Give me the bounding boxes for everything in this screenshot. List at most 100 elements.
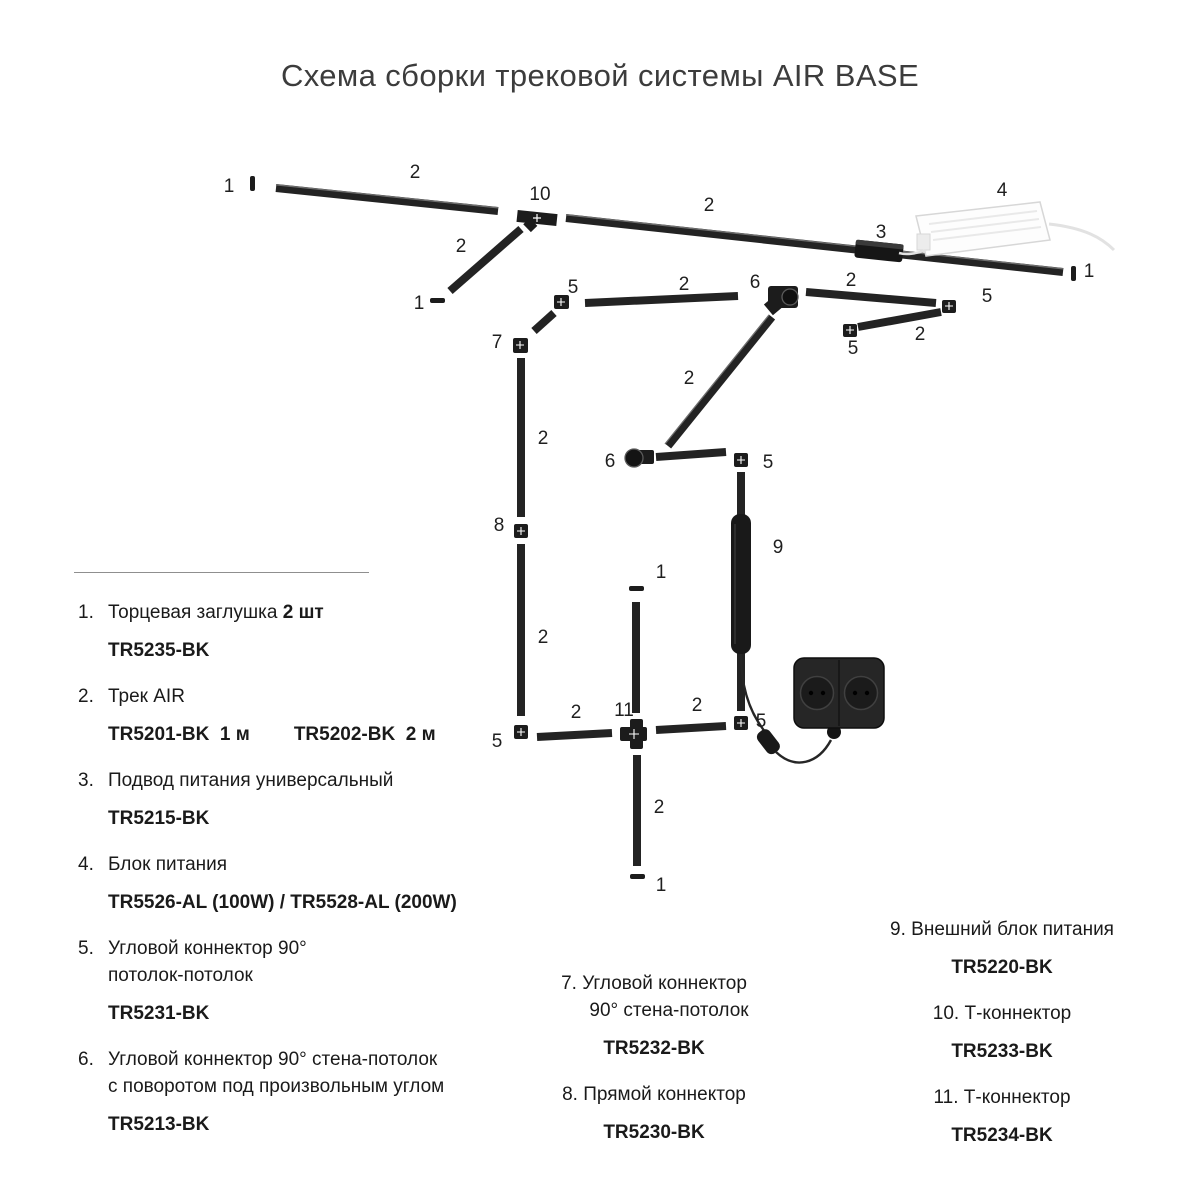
psu-cord — [898, 248, 927, 256]
legend-item-code: TR5526-AL (100W) / TR5528-AL (200W) — [108, 892, 457, 913]
callout-label: 5 — [763, 452, 774, 473]
callout-label: 2 — [692, 695, 703, 716]
legend-item-number: 3. — [78, 770, 94, 791]
callout-label: 5 — [982, 286, 993, 307]
callout-label: 1 — [656, 562, 667, 583]
callout-label: 2 — [538, 428, 549, 449]
legend-item-desc: Угловой коннектор — [582, 973, 747, 994]
track-segment — [655, 722, 727, 734]
legend-item-10: 10. Т-коннектор TR5233-BK — [852, 1000, 1152, 1065]
legend-middle-column: 7. Угловой коннектор 90° стена-потолок T… — [516, 970, 792, 1165]
legend-item-desc: Прямой коннектор — [583, 1084, 746, 1105]
callout-label: 5 — [492, 731, 503, 752]
legend-item-desc: Трек AIR — [108, 686, 185, 707]
legend-item-desc-line2: 90° стена-потолок — [589, 1000, 749, 1021]
legend-item-number: 8. — [562, 1084, 578, 1105]
legend-item-code: TR5215-BK — [108, 808, 210, 829]
callout-label: 11 — [614, 700, 634, 721]
page-title: Схема сборки трековой системы AIR BASE — [280, 58, 920, 93]
callout-label: 2 — [410, 162, 421, 183]
legend-item-2: 2. Трек AIR TR5201-BK 1 м TR5202-BK 2 м — [78, 683, 538, 748]
legend-item-5: 5.Угловой коннектор 90° потолок-потолок … — [78, 935, 538, 1027]
legend-divider — [74, 572, 369, 573]
legend-item-desc: Внешний блок питания — [911, 919, 1114, 940]
legend-left-column: 1. Торцевая заглушка 2 шт TR5235-BK 2. Тре… — [74, 572, 538, 1157]
callout-label: 5 — [756, 711, 767, 732]
legend-item-code: TR5202-BK 2 м — [293, 724, 436, 745]
legend-item-number: 11. — [933, 1087, 959, 1108]
power-supply-unit — [898, 201, 1116, 257]
callout-label: 1 — [656, 875, 667, 896]
power-feed-connector-icon — [854, 239, 904, 263]
track-segment — [857, 308, 942, 331]
callout-label: 2 — [846, 270, 857, 291]
track-segment — [275, 184, 499, 215]
legend-item-number: 1. — [78, 602, 94, 623]
legend-item-code: TR5201-BK 1 м — [108, 724, 250, 745]
wall-socket — [793, 657, 885, 729]
callout-label: 2 — [456, 236, 467, 257]
legend-item-code: TR5234-BK — [951, 1125, 1053, 1146]
callout-label: 10 — [529, 184, 550, 205]
callout-label: 2 — [704, 195, 715, 216]
track-segment — [664, 314, 776, 449]
psu-cord — [1048, 222, 1116, 252]
track-segment — [531, 310, 557, 334]
legend-item-code: TR5230-BK — [603, 1122, 705, 1143]
legend-item-qty: 2 шт — [282, 602, 324, 623]
legend-item-desc: Подвод питания универсальный — [108, 770, 394, 791]
legend-item-desc: Торцевая заглушка — [108, 602, 278, 623]
callout-label: 1 — [224, 176, 235, 197]
end-cap — [1071, 266, 1076, 281]
end-cap — [430, 298, 445, 303]
callout-label: 6 — [750, 272, 761, 293]
track-segment — [536, 729, 613, 741]
legend-item-number: 6. — [78, 1049, 94, 1070]
callout-label: 3 — [876, 222, 887, 243]
power-cord-group — [739, 653, 841, 764]
callout-label: 2 — [679, 274, 690, 295]
legend-item-code: TR5235-BK — [108, 640, 210, 661]
legend-item-desc: Т-коннектор — [964, 1003, 1072, 1024]
end-cap — [250, 176, 255, 191]
track-segment — [584, 292, 739, 307]
legend-item-desc: Т-коннектор — [963, 1087, 1071, 1108]
legend-item-number: 2. — [78, 686, 94, 707]
legend-item-11: 11. Т-коннектор TR5234-BK — [852, 1084, 1152, 1149]
legend-item-1: 1. Торцевая заглушка 2 шт TR5235-BK — [78, 599, 538, 664]
legend-item-code: TR5231-BK — [108, 1003, 210, 1024]
legend-item-number: 7. — [561, 973, 577, 994]
end-cap — [629, 586, 644, 591]
legend-item-4: 4.Блок питания TR5526-AL (100W) / TR5528… — [78, 851, 538, 916]
callout-label: 1 — [414, 293, 425, 314]
legend-item-7: 7. Угловой коннектор 90° стена-потолок T… — [516, 970, 792, 1062]
callout-labels: 1 2 10 2 1 2 3 1 4 5 2 6 2 5 2 5 7 2 8 2… — [224, 162, 1095, 896]
callout-label: 5 — [848, 338, 859, 359]
legend-item-desc-line2: с поворотом под произвольным углом — [108, 1076, 445, 1097]
track-highlights — [275, 184, 1064, 445]
connectors — [513, 209, 956, 749]
legend-right-column: 9. Внешний блок питания TR5220-BK 10. Т-… — [852, 916, 1152, 1168]
legend-item-code: TR5233-BK — [951, 1041, 1053, 1062]
callout-label: 4 — [997, 180, 1008, 201]
callout-label: 2 — [571, 702, 582, 723]
callout-label: 2 — [684, 368, 695, 389]
end-cap — [630, 874, 645, 879]
legend-item-desc: Блок питания — [108, 854, 228, 875]
callout-label: 8 — [494, 515, 505, 536]
legend-item-number: 9. — [890, 919, 906, 940]
track-segment — [805, 288, 937, 307]
legend-item-code: TR5220-BK — [951, 957, 1053, 978]
callout-label: 2 — [654, 797, 665, 818]
legend-item-number: 10. — [932, 1003, 960, 1024]
legend-item-6: 6.Угловой коннектор 90° стена-потолок с … — [78, 1046, 538, 1138]
legend-item-desc-line2: потолок-потолок — [108, 965, 253, 986]
end-caps — [250, 176, 1076, 879]
legend-item-9: 9. Внешний блок питания TR5220-BK — [852, 916, 1152, 981]
legend-item-code: TR5232-BK — [603, 1038, 705, 1059]
cord-switch — [756, 729, 780, 755]
legend-item-code: TR5213-BK — [108, 1114, 210, 1135]
power-cord — [739, 653, 767, 734]
track-segment — [565, 214, 1064, 276]
